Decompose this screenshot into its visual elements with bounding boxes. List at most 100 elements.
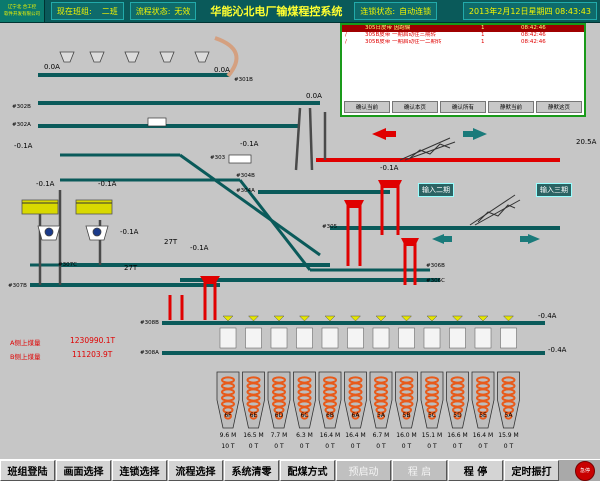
current-303: -0.1A [14,142,33,150]
screen-select-button[interactable]: 画面选择 [56,460,111,481]
top-bar: 辽宁北 合工控 软件开发有限公司 现在班组: 二班 流程状态: 无效 华能沁北电… [0,0,600,23]
coal-level-coil [249,412,258,420]
ack-current-button[interactable]: 确认当前 [344,101,390,113]
bunker-level: 16.6 M [447,432,468,439]
pre-start-button[interactable]: 预启动 [336,460,391,481]
program-stop-button[interactable]: 程 停 [448,460,503,481]
current-304: -0.1A [240,140,259,148]
timed-rapping-button[interactable]: 定时振打 [504,460,559,481]
current-crusher: -0.1A [120,228,139,236]
belt-label-304a: #304A [236,188,255,194]
emergency-stop-button[interactable]: 急停 [574,460,596,481]
bunker-weight: 10 T [221,443,235,450]
bunker-tag: 5E [479,412,487,419]
b-side-value: 111203.9T [72,350,113,359]
belt-label-303: #303 [210,155,226,161]
alarm-row[interactable]: / 305B皮带 一期启动往一二期转 1 08:42:46 [342,39,584,46]
mute-current-button[interactable]: 静默当前 [488,101,534,113]
coal-level-coil [300,412,309,420]
shift-label: 现在班组: [57,6,92,16]
belt-label-302a: #302A [12,122,31,128]
belt-304b-diag [238,179,312,271]
belt-label-304b: #304B [236,173,255,179]
alarm-header-c4: 08:42:46 [521,25,546,31]
belt-label-307b: #307B [8,283,27,289]
emergency-stop-icon: 急停 [575,460,595,481]
coal-level-coil [224,412,232,420]
plough-icon [222,315,234,322]
bunker-weight: 0 T [478,443,488,450]
plough-icon [502,315,515,322]
current-stacker: 20.5A [576,138,597,146]
bunker-level: 16.0 M [396,432,417,439]
bunker-tag: 6B [326,412,334,419]
bunker-weight: 0 T [452,443,463,450]
idle-chutes [38,107,327,285]
blending-mode-button[interactable]: 配煤方式 [280,460,335,481]
flow-arrows [372,128,540,244]
flow-label: 流程状态: [135,6,171,16]
mute-page-button[interactable]: 静默这页 [536,101,582,113]
to-phase-3-button[interactable]: 输入三期 [536,183,572,197]
plough-icon [451,315,464,322]
program-start-button[interactable]: 程 启 [392,460,447,481]
bunker-level: 9.6 M [219,432,237,439]
plough-icon [273,315,285,322]
alarm-header-c1 [342,25,365,32]
flow-select-button[interactable]: 流程选择 [168,460,223,481]
bunker-gate [474,327,492,349]
coal-level-coil [351,412,360,420]
plough-row [222,315,515,322]
coal-level-coil [377,412,385,420]
system-reset-button[interactable]: 系统清零 [224,460,279,481]
belt-label-306b: #306B [426,263,445,269]
bunker-gate [398,327,415,349]
ack-page-button[interactable]: 确认本页 [392,101,438,113]
bunker-gate [245,327,262,349]
bunker-level: 16.4 M [472,432,494,439]
bunker-weight: 0 T [274,443,284,450]
belt-label-308b: #308B [140,320,159,326]
alarm-row-2-c3: 1 [481,39,485,45]
screening-machines [21,199,113,215]
bunker-tag: 5D [453,412,462,419]
current-307d: -0.1A [98,180,117,188]
bunker-weight: 0 T [401,443,412,450]
bunker-gate [500,327,517,349]
scale-reading-1: 27T [164,238,178,246]
bunker-gate [449,327,466,349]
datetime-display: 2013年2月12日星期四 08:43:43 [462,2,597,20]
alarm-header-row: 305日皮带 因跑偏 1 08:42:46 [342,25,584,32]
to-phase-12-button[interactable]: 输入二期 [418,183,454,197]
ack-all-button[interactable]: 确认所有 [440,101,486,113]
bunker-level: 6.7 M [372,432,390,439]
belt-303-diag [179,153,321,257]
bunker-tag: 5A [504,412,513,419]
plough-icon [400,315,413,322]
coal-level-coil [402,412,411,420]
bottom-toolbar: 班组登陆 画面选择 连锁选择 流程选择 系统清零 配煤方式 预启动 程 启 程 … [0,459,600,481]
belt-label-308a: #308A [140,350,159,356]
alarm-row-1-c1: / [345,32,347,38]
bunker-gate [296,327,313,349]
interlock-select-button[interactable]: 连锁选择 [112,460,167,481]
alarm-row-1-c3: 1 [481,32,485,38]
bunker-gate [270,327,288,349]
bunker-weight: 0 T [503,443,514,450]
alarm-row-2-c4: 08:42:46 [521,39,546,45]
belt-lines [30,73,560,355]
bunker-tag: 5B [402,412,411,419]
shift-login-button[interactable]: 班组登陆 [0,460,55,481]
alarm-buttons: 确认当前 确认本页 确认所有 静默当前 静默这页 [344,101,582,113]
coal-level-coil [326,412,334,420]
bunker-tag: 6E [249,412,258,419]
bunker-level: 7.7 M [270,432,288,439]
stacker-reclaimer-2 [469,194,521,226]
plough-icon [349,315,362,322]
link-value: 自动连锁 [399,6,432,16]
current-308b: -0.4A [538,312,557,320]
alarm-row[interactable]: / 305B皮带 一期启动往三期转 1 08:42:46 [342,32,584,39]
bunker-level: 15.1 M [421,432,443,439]
bunker-level: 16.5 M [243,432,264,439]
scale-reading-2: 27T [124,264,138,272]
